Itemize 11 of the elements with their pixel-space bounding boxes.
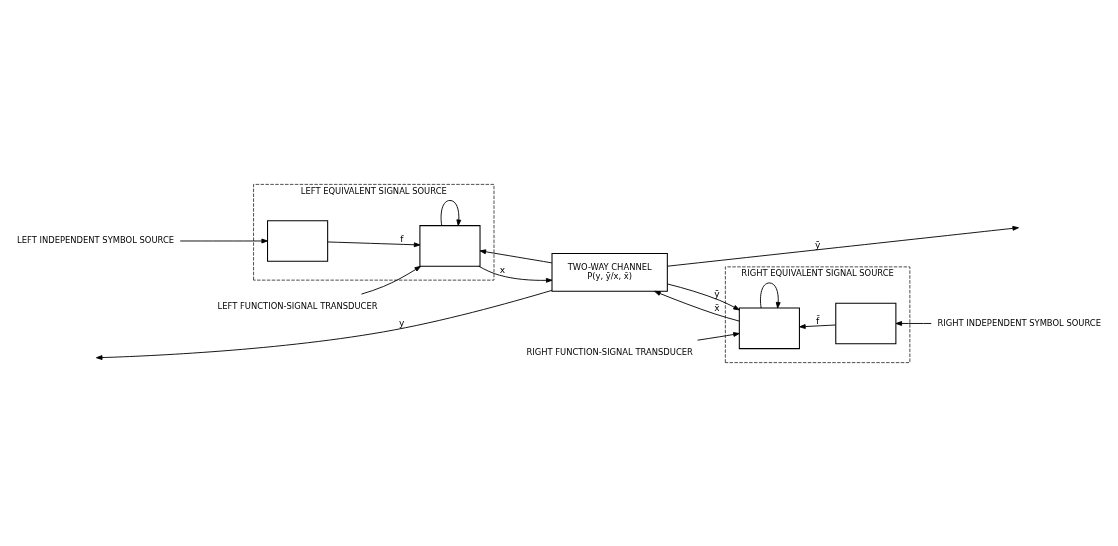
- edge-label: x: [499, 264, 506, 275]
- node-text: RIGHT FUNCTION-SIGNAL TRANSDUCER: [526, 346, 693, 357]
- node-text: LEFT INDEPENDENT SYMBOL SOURCE: [17, 234, 175, 245]
- edge-label: f̄: [816, 315, 820, 326]
- edge-label: x̄: [714, 302, 720, 313]
- edge-label: ȳ: [714, 288, 720, 299]
- node-text: LEFT FUNCTION-SIGNAL TRANSDUCER: [217, 300, 378, 311]
- edge-label: ȳ: [814, 239, 821, 250]
- edge-label: f: [400, 233, 404, 244]
- node-text: RIGHT INDEPENDENT SYMBOL SOURCE: [937, 317, 1101, 328]
- edge-label: y: [399, 317, 405, 328]
